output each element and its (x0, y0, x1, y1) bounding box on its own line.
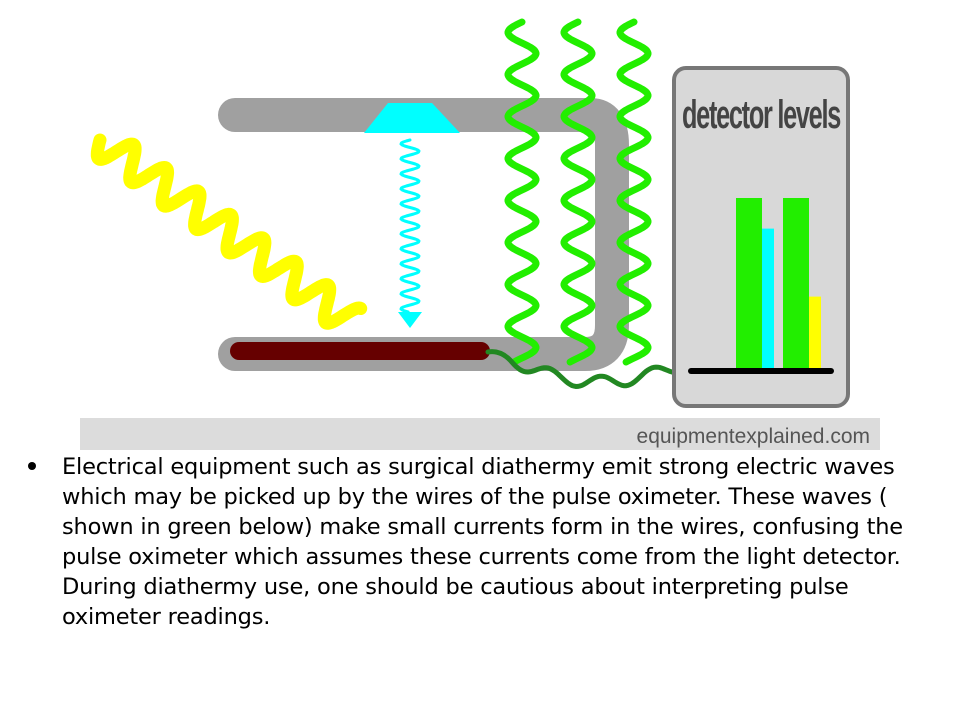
interference-waves (504, 18, 652, 366)
detector-strip (230, 342, 490, 360)
level-bar-1 (736, 198, 762, 368)
light-beam-arrowhead (398, 312, 422, 328)
bullet-marker (28, 462, 36, 470)
probe-wire (485, 349, 675, 390)
light-beam (399, 138, 421, 314)
credit-label: equipmentexplained.com (637, 425, 870, 448)
explanation-text: Electrical equipment such as surgical di… (62, 454, 903, 630)
interference-wave-1 (504, 18, 540, 366)
interference-wave-3 (616, 18, 652, 366)
pulse-oximeter-interference-diagram: equipmentexplained.com detector levels (80, 18, 880, 450)
ambient-light-wave-line (90, 133, 368, 330)
light-emitter (364, 103, 460, 133)
probe-clip (218, 98, 629, 371)
level-bar-2 (762, 228, 774, 368)
detector-levels-title: detector levels (682, 93, 840, 137)
explanation-bullet: Electrical equipment such as surgical di… (28, 452, 928, 632)
light-beam-wave (399, 138, 421, 314)
level-bar-3 (783, 198, 809, 368)
credit-banner (80, 418, 880, 450)
ambient-light-wave (90, 133, 368, 330)
interference-wave-2 (560, 18, 596, 366)
level-bar-4 (809, 296, 821, 368)
level-bars (736, 198, 821, 368)
